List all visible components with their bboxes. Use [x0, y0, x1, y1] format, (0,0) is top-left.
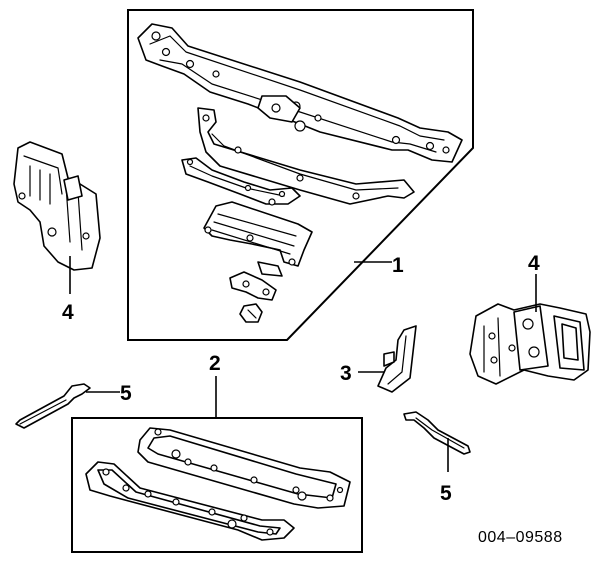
group-1-frame	[127, 9, 474, 341]
right-side-bracket	[469, 303, 591, 385]
lower-crossmember	[181, 157, 301, 206]
callout-4-right: 4	[528, 252, 540, 275]
group-2-frame	[71, 417, 363, 553]
middle-crossmember	[197, 107, 415, 205]
callout-5-left: 5	[120, 382, 132, 405]
lower-mounting-plate	[85, 461, 295, 541]
left-side-bracket	[13, 141, 101, 271]
reference-number: 004–09588	[478, 529, 563, 546]
upper-mounting-plate	[137, 427, 351, 509]
right-support-rod	[403, 411, 471, 455]
left-support-rod	[15, 383, 91, 429]
callout-5-right: 5	[440, 482, 452, 505]
callout-2: 2	[209, 352, 221, 375]
latch-bracket	[229, 261, 283, 323]
callout-4-left: 4	[62, 301, 74, 324]
small-bracket	[377, 325, 417, 393]
callout-1: 1	[392, 254, 404, 277]
callout-3: 3	[340, 362, 352, 385]
upper-crossmember	[137, 23, 463, 163]
center-bracket	[203, 201, 313, 267]
